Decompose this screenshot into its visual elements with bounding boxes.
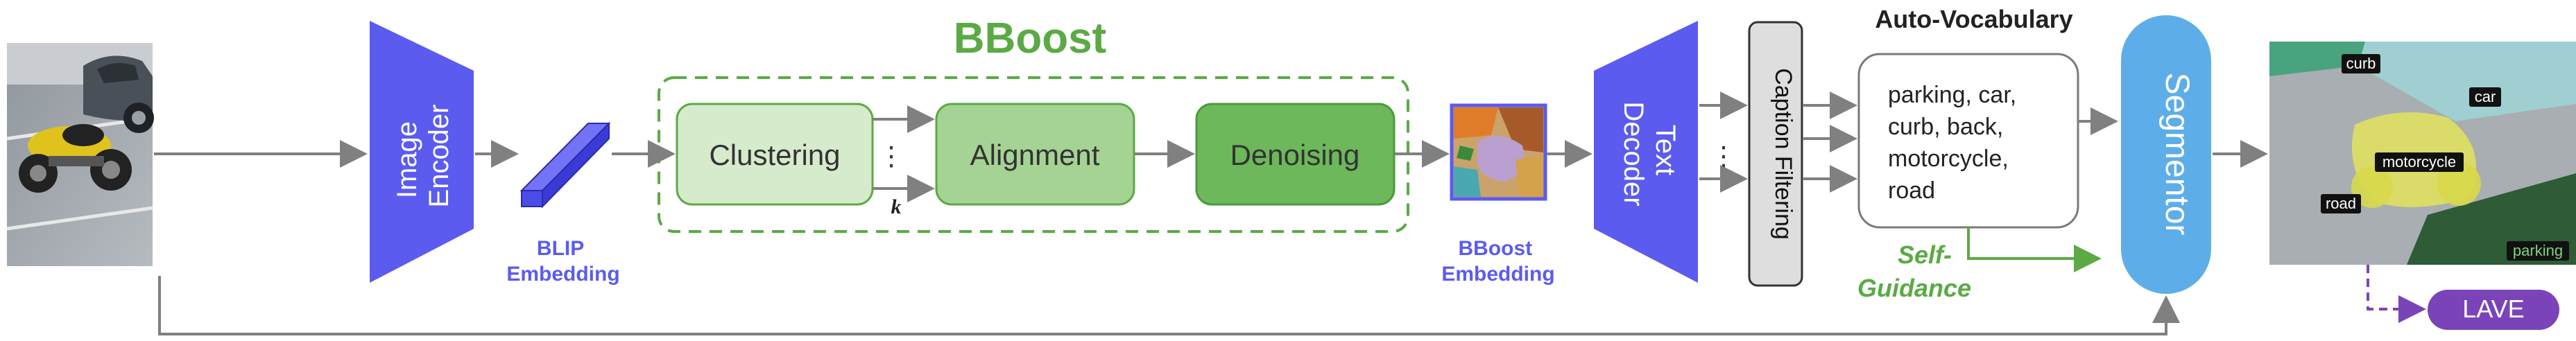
caption-filtering-box: [1748, 21, 1803, 287]
segmentor-box: [2121, 15, 2211, 294]
blip-embedding-label: BLIP Embedding: [506, 237, 619, 286]
alignment-label: Alignment: [970, 139, 1100, 171]
bboost-title: BBoost: [954, 15, 1106, 62]
segmentor-label: Segmentor: [2158, 73, 2195, 236]
clustering-label: Clustering: [709, 139, 840, 171]
image-encoder-label: Image Encoder: [392, 105, 454, 208]
self-guidance-arrow: [1967, 227, 2102, 272]
self-guidance-label: Self- Guidance: [1857, 241, 1971, 302]
auto-vocabulary-heading: Auto-Vocabulary: [1875, 5, 2072, 33]
text-decoder-label: Text Decoder: [1618, 101, 1681, 206]
tag-curb: curb: [2346, 55, 2376, 72]
auto-vocabulary-text: parking, car, curb, back, motorcycle, ro…: [1888, 82, 2023, 204]
output-tags: curb car motorcycle road parking: [2321, 54, 2569, 261]
image-encoder-shape: [370, 21, 474, 283]
bboost-embedding-image: [1450, 103, 1547, 201]
tag-motorcycle: motorcycle: [2382, 153, 2456, 170]
caption-filtering-label: Caption Filtering: [1770, 68, 1796, 240]
alignment-box: [935, 103, 1135, 206]
input-photo: [6, 43, 154, 266]
text-decoder-shape: [1594, 21, 1698, 283]
cluster-dots: ⋮: [878, 141, 904, 171]
bboost-embedding-label: BBoost Embedding: [1441, 237, 1554, 286]
lave-arrow: [2367, 265, 2426, 323]
tag-road: road: [2326, 195, 2356, 212]
lave-label: LAVE: [2462, 295, 2524, 323]
denoising-label: Denoising: [1230, 139, 1360, 171]
lave-badge: [2428, 290, 2559, 330]
connector-arrows: [154, 91, 2268, 335]
tag-parking: parking: [2513, 242, 2563, 259]
blip-embedding-icon: [520, 121, 611, 209]
decoder-dots: ⋮: [1710, 141, 1737, 171]
cluster-k: k: [891, 195, 902, 218]
clustering-box: [676, 103, 874, 206]
tag-car: car: [2475, 88, 2496, 105]
